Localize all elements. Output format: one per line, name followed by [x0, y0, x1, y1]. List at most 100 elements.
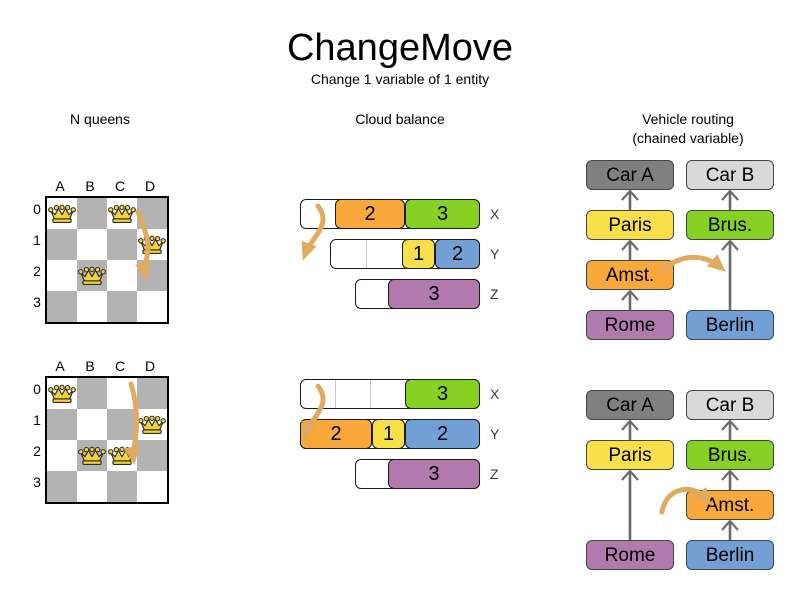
board-cell-B0[interactable] [77, 198, 107, 229]
queen-D1[interactable] [138, 233, 166, 257]
board-cell-C1[interactable] [107, 229, 137, 260]
vrp-node-paris[interactable]: Paris [586, 440, 674, 470]
cloud-process-block[interactable]: 3 [388, 459, 480, 489]
board-cell-B3[interactable] [77, 291, 107, 322]
board-file-label-D: D [144, 178, 156, 194]
vrp-node-amst[interactable]: Amst. [586, 260, 674, 290]
vrp-chain-arrowhead [621, 289, 639, 301]
vrp-node-rome[interactable]: Rome [586, 540, 674, 570]
board-cell-A2[interactable] [47, 440, 77, 471]
cloud-process-block[interactable]: 2 [300, 419, 372, 449]
vrp-chain-arrowhead [621, 239, 639, 251]
queen-D1[interactable] [138, 413, 166, 437]
board-cell-D0[interactable] [137, 198, 167, 229]
cloud-computer-label-Z: Z [490, 466, 499, 482]
cloud-process-block[interactable]: 3 [388, 279, 480, 309]
page-subtitle: Change 1 variable of 1 entity [310, 71, 490, 87]
vrp-node-berlin[interactable]: Berlin [686, 310, 774, 340]
board-cell-B3[interactable] [77, 471, 107, 502]
cloud-process-block[interactable]: 2 [405, 419, 480, 449]
cloud-process-block[interactable]: 1 [372, 419, 405, 449]
board-cell-C2[interactable] [107, 260, 137, 291]
cloud-process-block[interactable]: 3 [405, 379, 480, 409]
board-rank-label-2: 2 [33, 263, 41, 279]
vrp-node-brus[interactable]: Brus. [686, 210, 774, 240]
vrp-chain-arrowhead [721, 189, 739, 201]
vrp-node-amst[interactable]: Amst. [686, 490, 774, 520]
section-heading-vehicle-routing: Vehicle routing (chained variable) [588, 110, 788, 148]
queen-B2[interactable] [78, 444, 106, 468]
queen-A0[interactable] [48, 202, 76, 226]
board-cell-A3[interactable] [47, 471, 77, 502]
queen-icon [78, 446, 106, 465]
vrp-chain-arrowhead [621, 469, 639, 481]
board-cell-A1[interactable] [47, 409, 77, 440]
cloud-process-block[interactable]: 1 [402, 239, 435, 269]
board-cell-D2[interactable] [137, 260, 167, 291]
queen-C2[interactable] [108, 444, 136, 468]
board-cell-A1[interactable] [47, 229, 77, 260]
vrp-node-car-a[interactable]: Car A [586, 160, 674, 190]
board-cell-C0[interactable] [107, 378, 137, 409]
cloud-process-block[interactable]: 2 [435, 239, 480, 269]
cloud-move-arrowhead-before [301, 240, 317, 261]
page-title: ChangeMove [286, 27, 514, 69]
vrp-chain-arrowhead [721, 469, 739, 481]
cloud-capacity-divider [366, 240, 367, 268]
board-file-label-C: C [114, 358, 126, 374]
vrp-node-rome[interactable]: Rome [586, 310, 674, 340]
board-cell-D2[interactable] [137, 440, 167, 471]
vrp-chain-arrowhead [721, 239, 739, 251]
board-file-label-C: C [114, 178, 126, 194]
queen-B2[interactable] [78, 264, 106, 288]
cloud-computer-row-Z[interactable]: 3 [355, 459, 480, 489]
board-rank-label-1: 1 [33, 412, 41, 428]
vrp-chain-arrowhead [721, 419, 739, 431]
board-cell-D3[interactable] [137, 291, 167, 322]
chessboard-grid [45, 196, 169, 324]
queen-icon [48, 204, 76, 223]
board-cell-D3[interactable] [137, 471, 167, 502]
vrp-node-brus[interactable]: Brus. [686, 440, 774, 470]
board-rank-label-3: 3 [33, 294, 41, 310]
board-cell-B0[interactable] [77, 378, 107, 409]
queen-icon [108, 204, 136, 223]
board-cell-B1[interactable] [77, 229, 107, 260]
cloud-process-block[interactable]: 3 [405, 199, 480, 229]
vrp-node-car-b[interactable]: Car B [686, 160, 774, 190]
board-cell-C1[interactable] [107, 409, 137, 440]
cloud-computer-label-Y: Y [490, 426, 500, 442]
queen-A0[interactable] [48, 382, 76, 406]
section-heading-cloud-balance: Cloud balance [355, 111, 445, 127]
cloud-process-block[interactable]: 2 [335, 199, 405, 229]
vrp-node-car-a[interactable]: Car A [586, 390, 674, 420]
cloud-computer-label-X: X [490, 386, 500, 402]
cloud-computer-row-X[interactable]: 3 [300, 379, 480, 409]
board-rank-label-1: 1 [33, 232, 41, 248]
vrp-node-car-b[interactable]: Car B [686, 390, 774, 420]
board-cell-B1[interactable] [77, 409, 107, 440]
vrp-node-paris[interactable]: Paris [586, 210, 674, 240]
queen-icon [138, 235, 166, 254]
board-rank-label-0: 0 [33, 381, 41, 397]
queen-icon [48, 384, 76, 403]
cloud-capacity-divider [370, 380, 371, 408]
board-cell-A2[interactable] [47, 260, 77, 291]
board-cell-A3[interactable] [47, 291, 77, 322]
board-file-label-A: A [55, 358, 65, 374]
cloud-computer-row-Z[interactable]: 3 [355, 279, 480, 309]
board-rank-label-2: 2 [33, 443, 41, 459]
board-cell-D0[interactable] [137, 378, 167, 409]
board-file-label-D: D [144, 358, 156, 374]
board-rank-label-0: 0 [33, 201, 41, 217]
vrp-node-berlin[interactable]: Berlin [686, 540, 774, 570]
vrp-heading-line2: (chained variable) [632, 130, 744, 146]
board-cell-C3[interactable] [107, 291, 137, 322]
queen-icon [138, 415, 166, 434]
board-cell-C3[interactable] [107, 471, 137, 502]
cloud-computer-label-Y: Y [490, 246, 500, 262]
queen-C0[interactable] [108, 202, 136, 226]
